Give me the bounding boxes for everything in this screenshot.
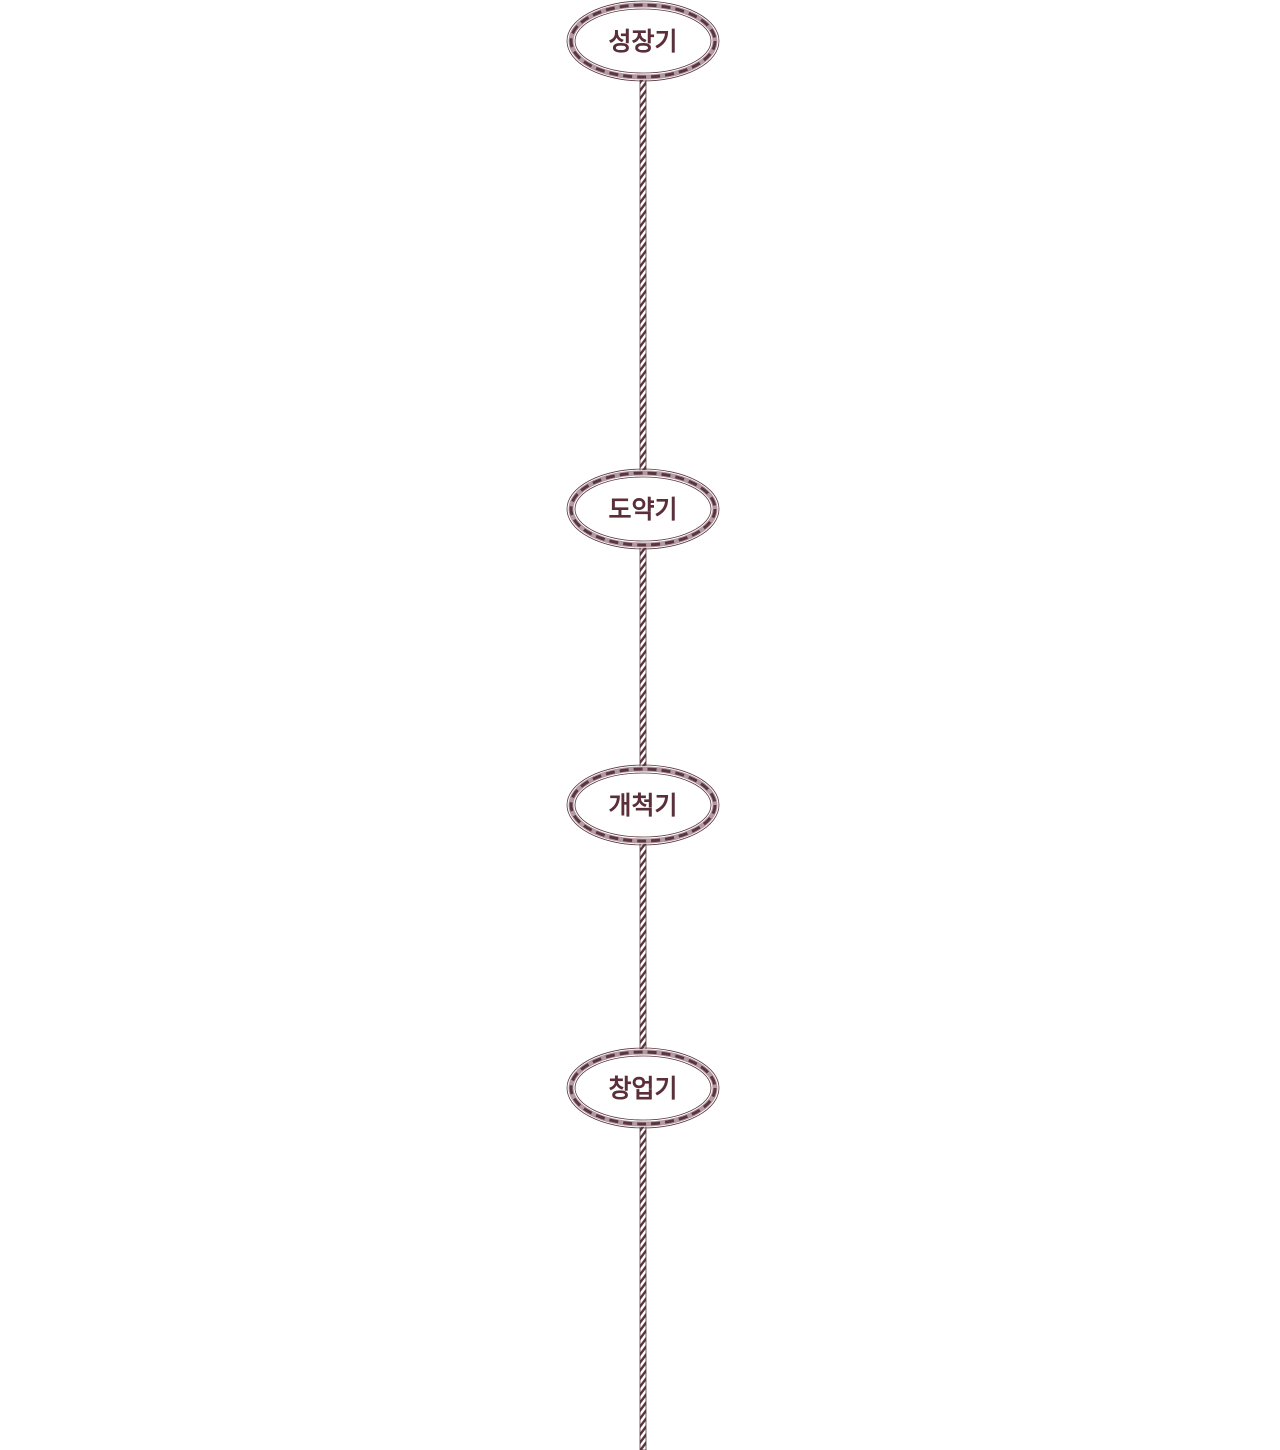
stage-rope-inner-edge [574, 476, 712, 542]
stage-rope-inner-edge [574, 772, 712, 838]
stage-rope-outer-edge [566, 1047, 720, 1129]
stage-label: 성장기 [608, 27, 677, 56]
stage-rope-inner-edge [574, 1055, 712, 1121]
stage-rope-inner-edge [574, 8, 712, 74]
stage-node-background [568, 470, 718, 548]
stage-node: 도약기 [566, 468, 720, 550]
stage-label: 도약기 [608, 495, 677, 524]
stage-label: 창업기 [608, 1074, 677, 1103]
stage-rope-outer-edge [566, 764, 720, 846]
stage-label: 개척기 [608, 791, 677, 820]
stage-node: 개척기 [566, 764, 720, 846]
stage-rope-outer-edge [566, 0, 720, 82]
stage-rope-twist [569, 767, 717, 843]
stage-rope-twist [569, 1050, 717, 1126]
stage-node: 창업기 [566, 1047, 720, 1129]
stage-node-background [568, 1049, 718, 1127]
stage-node-background [568, 766, 718, 844]
stage-node: 성장기 [566, 0, 720, 82]
timeline-rope [639, 77, 647, 1450]
stage-rope-outer-edge [566, 468, 720, 550]
stage-rope-twist [569, 471, 717, 547]
stage-node-background [568, 2, 718, 80]
stage-rope-twist [569, 3, 717, 79]
